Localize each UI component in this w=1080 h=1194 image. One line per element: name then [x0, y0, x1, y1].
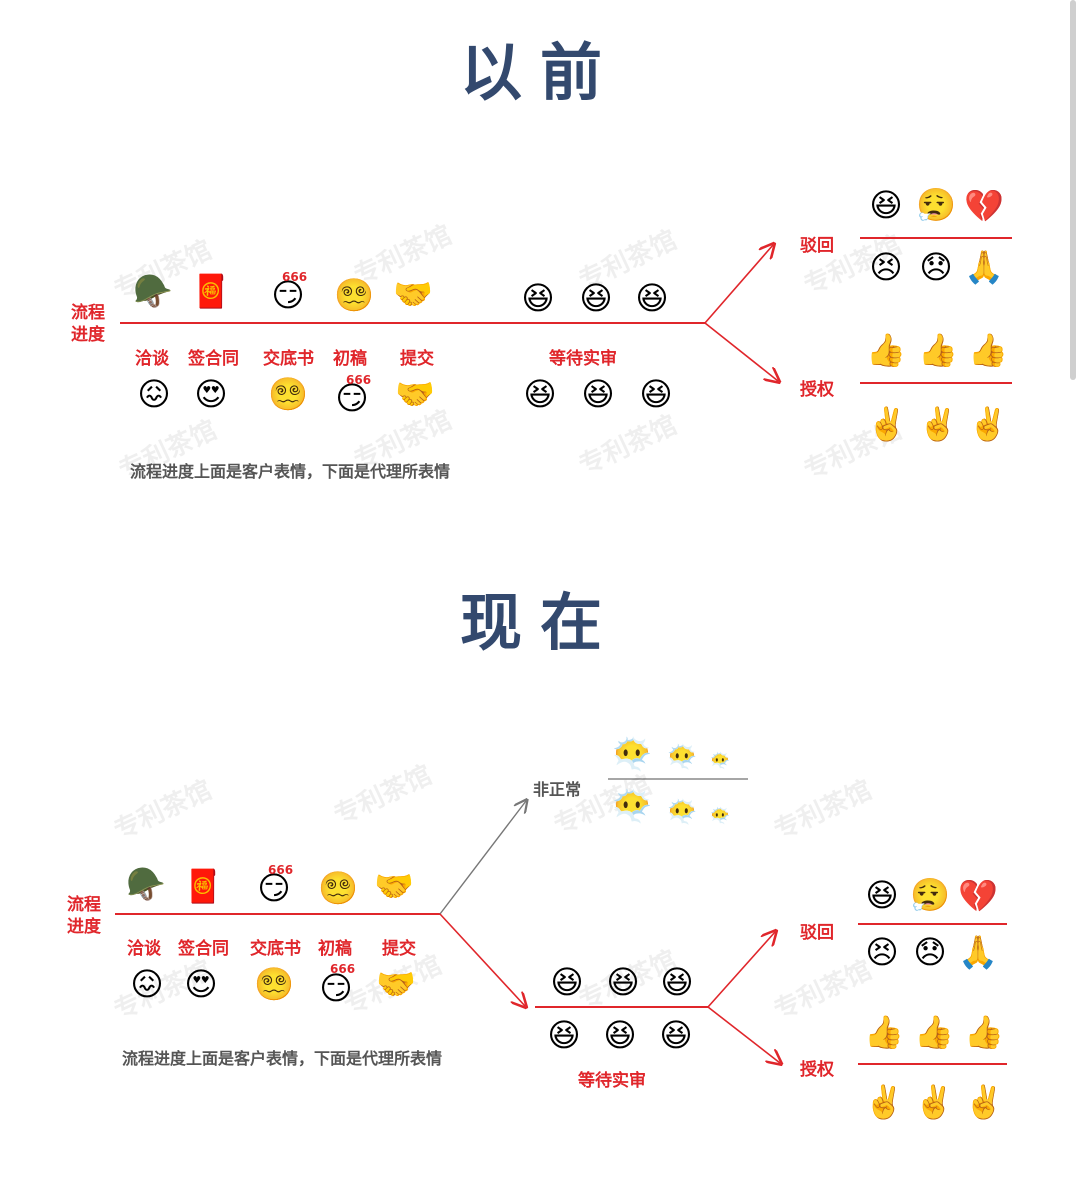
- red-envelope-icon: 🧧: [191, 272, 231, 310]
- victory-hand-icon: ✌️: [867, 405, 907, 443]
- dizzy-eyes-icon: 😵‍💫: [318, 869, 358, 907]
- pray-icon: 🙏: [958, 933, 998, 971]
- embarrassed-smile-icon: 😖: [137, 375, 171, 413]
- now-title: 现在: [459, 586, 620, 659]
- heart-eyes-icon: 😍: [194, 375, 228, 413]
- step-label-submit: 提交: [400, 349, 434, 369]
- laughing-icon: 😆: [869, 186, 903, 224]
- handshake-icon: 🤝: [395, 375, 435, 413]
- pray-icon: 🙏: [964, 248, 1004, 286]
- confused-question-icon: 😶‍🌫️: [612, 735, 652, 773]
- laughing-icon: 😆: [606, 963, 640, 1001]
- wait-exam-label: 等待实审: [549, 349, 617, 369]
- axis-label-line1: 流程: [67, 895, 101, 915]
- thumbs-up-icon: 👍: [968, 331, 1008, 369]
- legend-note: 流程进度上面是客户表情，下面是代理所表情: [122, 1049, 443, 1068]
- before-axis-label: 流程 进度: [66, 302, 110, 346]
- dizzy-eyes-icon: 😵‍💫: [268, 375, 308, 413]
- scrollbar[interactable]: [1070, 0, 1076, 380]
- laughing-icon: 😆: [660, 963, 694, 1001]
- laughing-icon: 😆: [550, 963, 584, 1001]
- wait-exam-label: 等待实审: [578, 1071, 646, 1091]
- step-label-negotiate: 洽谈: [127, 939, 161, 959]
- confused-question-icon: 😶‍🌫️: [710, 751, 730, 770]
- laughing-icon: 😆: [603, 1016, 637, 1054]
- badge-666: 666: [282, 270, 308, 284]
- handshake-icon: 🤝: [374, 867, 414, 905]
- grant-label: 授权: [800, 1060, 834, 1080]
- worried-icon: 😣: [865, 933, 899, 971]
- abnormal-label: 非正常: [533, 780, 582, 799]
- laughing-icon: 😆: [635, 279, 669, 317]
- laughing-icon: 😆: [547, 1016, 581, 1054]
- laughing-icon: 😆: [521, 279, 555, 317]
- thumbs-up-icon: 👍: [914, 1013, 954, 1051]
- smirk-666-icon: 😏: [335, 379, 369, 417]
- now-axis-label: 流程 进度: [62, 894, 106, 938]
- step-label-contract: 签合同: [188, 349, 239, 369]
- smirk-666-icon: 😏: [271, 276, 305, 314]
- soldier-helmet-icon: 🪖: [133, 272, 173, 310]
- laughing-icon: 😆: [639, 375, 673, 413]
- badge-666: 666: [330, 962, 356, 976]
- confused-question-icon: 😶‍🌫️: [710, 806, 730, 825]
- victory-hand-icon: ✌️: [864, 1083, 904, 1121]
- worried-icon: 😣: [869, 248, 903, 286]
- soldier-helmet-icon: 🪖: [126, 865, 166, 903]
- sad-icon: 😞: [919, 248, 953, 286]
- thumbs-up-icon: 👍: [964, 1013, 1004, 1051]
- smirk-666-icon: 😏: [319, 969, 353, 1007]
- heart-eyes-icon: 😍: [184, 965, 218, 1003]
- legend-note: 流程进度上面是客户表情，下面是代理所表情: [130, 462, 451, 481]
- broken-heart-icon: 💔: [958, 877, 998, 915]
- victory-hand-icon: ✌️: [968, 405, 1008, 443]
- handshake-icon: 🤝: [376, 965, 416, 1003]
- confused-question-icon: 😶‍🌫️: [667, 743, 697, 771]
- step-label-draft: 初稿: [333, 349, 367, 369]
- axis-label-line1: 流程: [71, 303, 105, 323]
- thumbs-up-icon: 👍: [866, 331, 906, 369]
- before-title: 以前: [459, 36, 620, 109]
- grant-label: 授权: [800, 380, 834, 400]
- step-label-contract: 签合同: [178, 939, 229, 959]
- laughing-icon: 😆: [659, 1016, 693, 1054]
- confused-question-icon: 😶‍🌫️: [612, 787, 652, 825]
- laughing-icon: 😆: [581, 375, 615, 413]
- step-label-disclosure: 交底书: [250, 939, 301, 959]
- reject-label: 驳回: [800, 923, 834, 943]
- thumbs-up-icon: 👍: [864, 1013, 904, 1051]
- step-label-disclosure: 交底书: [263, 349, 314, 369]
- laughing-icon: 😆: [579, 279, 613, 317]
- sneer-icon: 😮‍💨: [910, 876, 950, 914]
- victory-hand-icon: ✌️: [918, 405, 958, 443]
- axis-label-line2: 进度: [71, 325, 105, 345]
- broken-heart-icon: 💔: [964, 187, 1004, 225]
- step-label-draft: 初稿: [318, 939, 352, 959]
- badge-666: 666: [346, 373, 372, 387]
- reject-label: 驳回: [800, 236, 834, 256]
- dizzy-eyes-icon: 😵‍💫: [334, 276, 374, 314]
- badge-666: 666: [268, 863, 294, 877]
- axis-label-line2: 进度: [67, 917, 101, 937]
- handshake-icon: 🤝: [393, 275, 433, 313]
- dizzy-eyes-icon: 😵‍💫: [254, 965, 294, 1003]
- step-label-submit: 提交: [382, 939, 416, 959]
- thumbs-up-icon: 👍: [918, 331, 958, 369]
- victory-hand-icon: ✌️: [914, 1083, 954, 1121]
- embarrassed-smile-icon: 😖: [130, 965, 164, 1003]
- step-label-negotiate: 洽谈: [135, 349, 169, 369]
- smirk-666-icon: 😏: [257, 869, 291, 907]
- sad-icon: 😞: [913, 933, 947, 971]
- sneer-icon: 😮‍💨: [916, 186, 956, 224]
- red-envelope-icon: 🧧: [183, 867, 223, 905]
- victory-hand-icon: ✌️: [964, 1083, 1004, 1121]
- laughing-icon: 😆: [523, 375, 557, 413]
- confused-question-icon: 😶‍🌫️: [667, 798, 697, 826]
- laughing-icon: 😆: [865, 876, 899, 914]
